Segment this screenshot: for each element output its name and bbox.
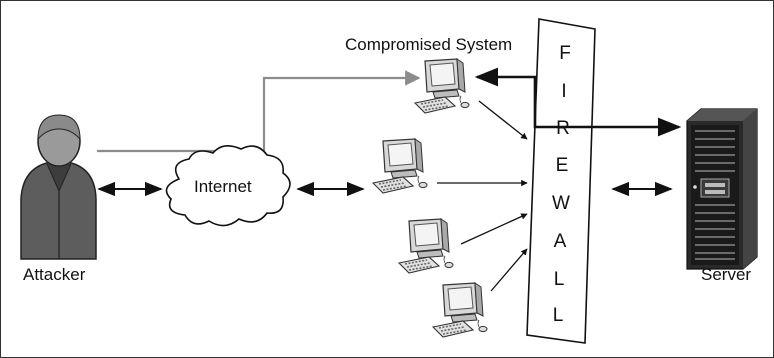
computer-icon <box>432 282 488 338</box>
server-rack-icon <box>686 108 758 270</box>
firewall-letter: F <box>559 43 571 64</box>
firewall-letter: A <box>553 231 567 252</box>
computer-icon <box>398 218 454 274</box>
person-icon <box>20 114 97 260</box>
server-label: Server <box>701 265 752 284</box>
compromised-system-label: Compromised System <box>345 35 513 54</box>
firewall-letter: L <box>553 269 565 290</box>
computer-icon <box>372 138 428 194</box>
traffic-arrow <box>490 248 528 292</box>
traffic-arrow <box>478 100 528 140</box>
firewall-letter: I <box>561 81 567 102</box>
bypass-arrow <box>474 67 682 137</box>
firewall-letter: L <box>552 305 564 326</box>
compromise-path-arrow <box>97 70 421 153</box>
computer-icon <box>414 58 470 114</box>
firewall-letter: R <box>556 118 570 139</box>
firewall-wall <box>526 18 596 344</box>
cloud-icon <box>165 145 291 227</box>
firewall-letter: E <box>555 155 569 176</box>
internet-label: Internet <box>194 177 252 196</box>
attacker-label: Attacker <box>23 265 86 284</box>
traffic-arrow <box>460 213 528 245</box>
firewall-letter: W <box>552 193 570 214</box>
